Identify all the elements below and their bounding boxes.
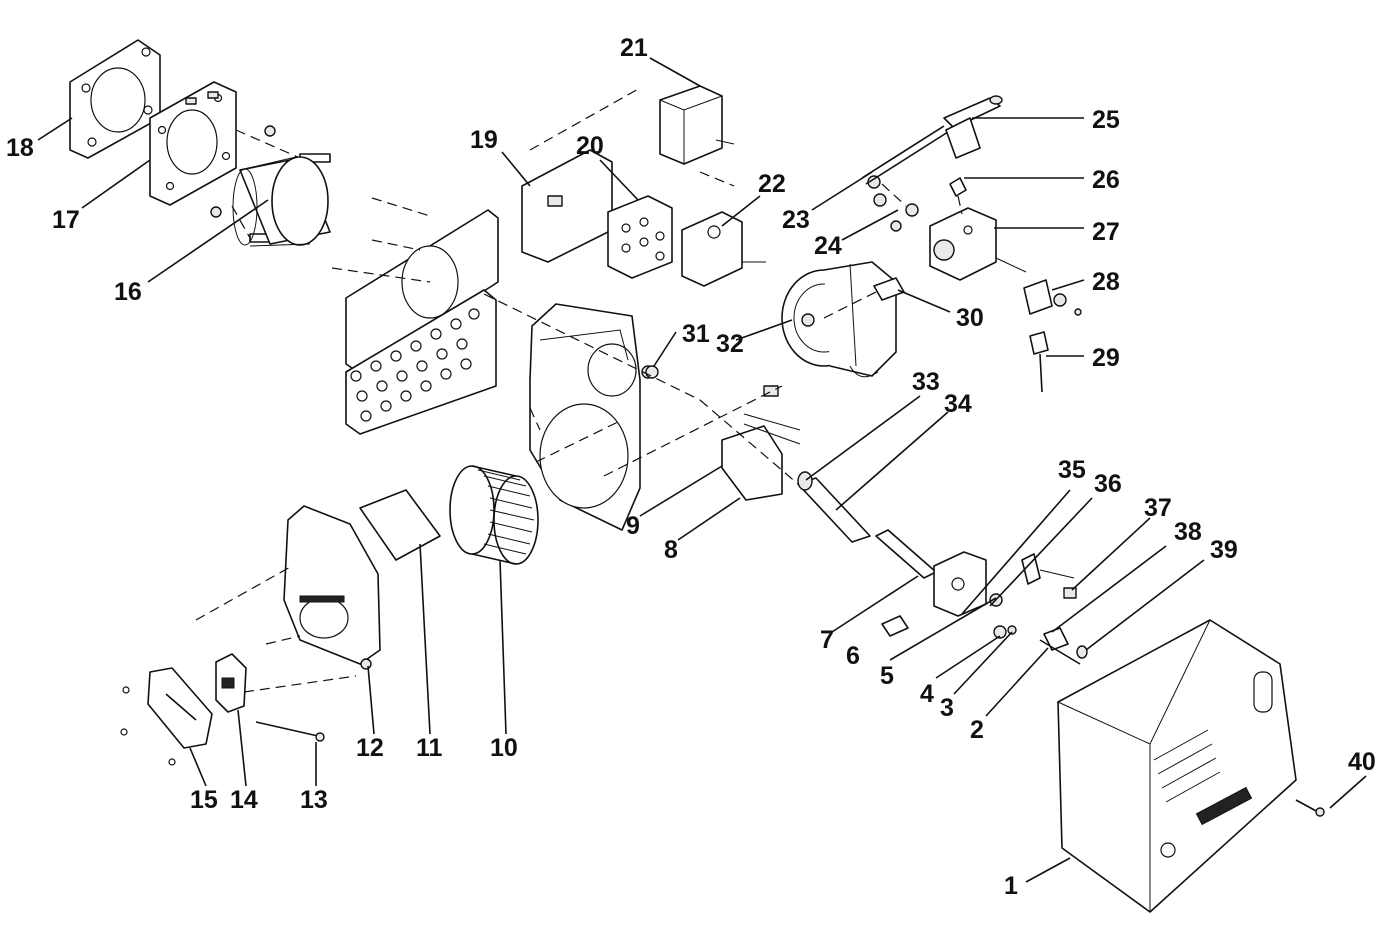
label-3: 3 [940,694,954,722]
label-27: 27 [1092,218,1120,246]
air-damper-holes [350,308,480,422]
nozzle-tube-part-34 [699,399,871,543]
solenoid-coil-part-28 [1023,279,1082,316]
oil-filter-part-25 [943,95,1003,159]
small-parts-chain [993,625,1088,665]
label-39: 39 [1210,536,1238,564]
label-2: 2 [970,716,984,744]
label-15: 15 [190,786,218,814]
label-14: 14 [230,786,258,814]
label-20: 20 [576,132,604,160]
label-24: 24 [814,232,842,260]
label-23: 23 [782,206,810,234]
label-25: 25 [1092,106,1120,134]
air-guide-part-11 [359,489,441,561]
label-21: 21 [620,34,648,62]
cover-plate-part-22 [681,211,766,287]
label-35: 35 [1058,456,1086,484]
label-12: 12 [356,734,384,762]
fan-cover-part-12 [195,505,381,693]
label-31: 31 [682,320,710,348]
burner-cover-part-1 [1057,619,1297,913]
shaft-part-7 [875,529,937,579]
nipples-part-24 [867,175,919,232]
flange-gasket-part-18 [69,39,161,159]
leader-lines [37,57,1367,883]
blower-wheel-part-10 [449,465,539,565]
label-18: 18 [6,134,34,162]
terminal-block-part-20 [607,195,673,279]
part-number-labels: 1 2 3 4 5 6 7 8 9 10 11 12 13 14 15 16 1… [6,34,1376,900]
label-11: 11 [416,734,443,762]
control-box-part-21 [659,85,735,187]
label-16: 16 [114,278,142,306]
blast-tube-part-16 [232,156,331,247]
label-33: 33 [912,368,940,396]
adjusting-bracket-part-14 [215,653,247,713]
air-inlet-plate [331,197,499,435]
label-34: 34 [944,390,972,418]
mounting-flange-part-17 [149,81,237,206]
nut-part-31 [645,365,659,379]
label-8: 8 [664,536,678,564]
coupling-part-30 [823,277,905,319]
electrode-bracket-part-36 [1021,553,1077,599]
label-37: 37 [1144,494,1172,522]
label-22: 22 [758,170,786,198]
label-26: 26 [1092,166,1120,194]
label-1: 1 [1004,872,1018,900]
label-40: 40 [1348,748,1376,776]
oil-pump-part-27 [929,207,1027,281]
oil-line-part-23 [861,125,949,185]
label-13: 13 [300,786,328,814]
screw-part-40 [1295,799,1325,817]
label-19: 19 [470,126,498,154]
label-30: 30 [956,304,984,332]
label-7: 7 [820,626,834,654]
label-38: 38 [1174,518,1202,546]
label-9: 9 [626,512,640,540]
inspection-plate-part-15 [120,667,213,766]
label-29: 29 [1092,344,1120,372]
connector-part-29 [1029,331,1049,393]
label-6: 6 [846,642,860,670]
label-28: 28 [1092,268,1120,296]
label-4: 4 [920,680,934,708]
label-5: 5 [880,662,894,690]
label-36: 36 [1094,470,1122,498]
fitting-part-26 [949,177,967,215]
label-32: 32 [716,330,744,358]
motor-part-32 [781,261,897,378]
label-10: 10 [490,734,518,762]
adjusting-screw-part-13 [255,721,325,742]
fan-housing [529,303,655,531]
electrode-holder-part-9 [721,385,801,501]
label-17: 17 [52,206,80,234]
small-part-6 [881,615,909,637]
